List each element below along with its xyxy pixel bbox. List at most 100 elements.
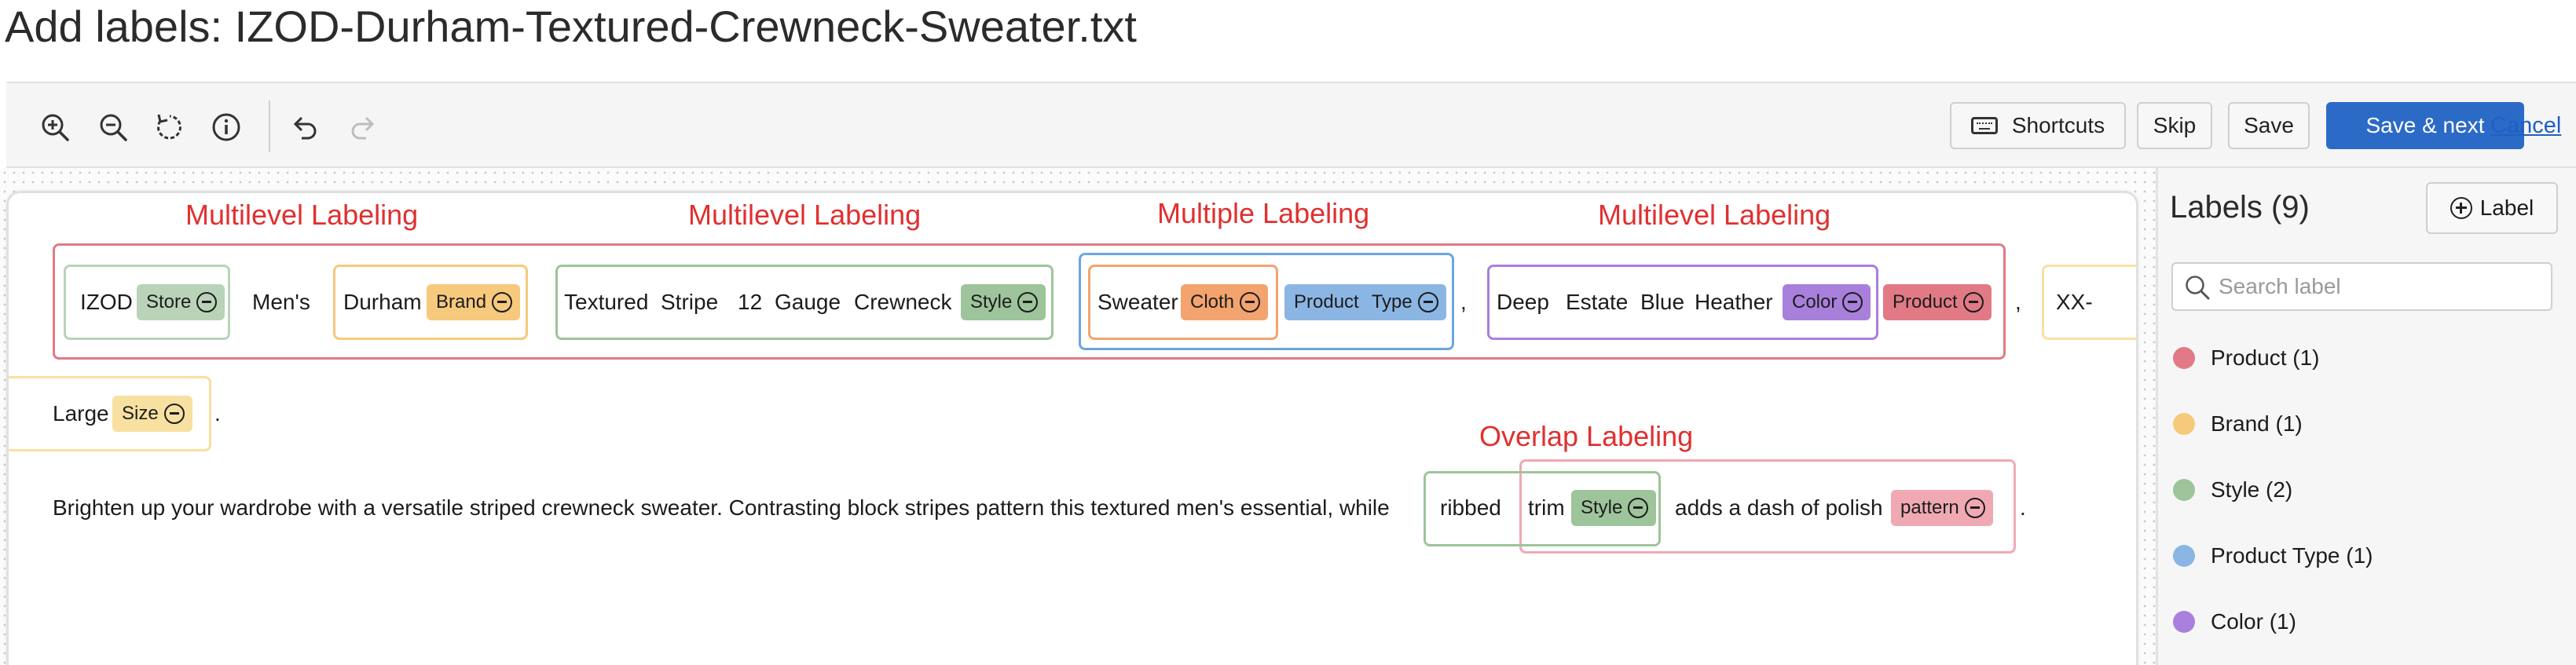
save-button[interactable]: Save (2228, 102, 2310, 149)
keyboard-icon (1970, 117, 1998, 134)
pattern-span-box[interactable] (1519, 459, 2016, 554)
token-adds: adds a dash of polish (1675, 495, 1883, 520)
remove-circle-icon[interactable] (1417, 292, 1438, 312)
add-label-button[interactable]: Label (2426, 182, 2558, 234)
remove-circle-icon[interactable] (1017, 292, 1039, 312)
token-crewneck: Crewneck (854, 290, 952, 314)
style-span-box-overlap[interactable] (1424, 471, 1661, 546)
token-blue: Blue (1640, 290, 1685, 314)
document-panel: Multilevel Labeling Multilevel Labeling … (6, 191, 2138, 665)
label-list-item-text: Product (1) (2211, 345, 2320, 370)
token-heather: Heather (1695, 290, 1773, 314)
token-comma: , (2015, 290, 2021, 314)
shortcuts-button[interactable]: Shortcuts (1950, 102, 2126, 149)
annotation-multilevel-1: Multilevel Labeling (185, 199, 419, 231)
add-label-text: Label (2479, 195, 2534, 220)
undo-icon[interactable] (289, 111, 321, 143)
product-type-tag-label-b: Type (1371, 291, 1413, 312)
token-trim: trim (1528, 495, 1565, 520)
token-textured: Textured (564, 290, 649, 314)
cloth-span-box[interactable] (1088, 265, 1278, 340)
token-period: . (214, 401, 221, 426)
product-type-span-box[interactable] (1079, 253, 1454, 350)
description-text: Brighten up your wardrobe with a versati… (53, 495, 1390, 520)
product-type-tag[interactable]: Product Type (1284, 284, 1446, 320)
token-period: . (2020, 495, 2026, 520)
info-icon[interactable] (211, 111, 242, 143)
cancel-link[interactable]: Cancel (2490, 113, 2562, 138)
annotation-multiple: Multiple Labeling (1157, 197, 1370, 229)
pattern-tag-label: pattern (1900, 497, 1959, 518)
label-list-item[interactable]: Style (2) (2173, 474, 2292, 506)
color-tag-label: Color (1792, 291, 1838, 312)
label-list-item-text: Product Type (1) (2211, 543, 2373, 568)
annotation-multilevel-2: Multilevel Labeling (688, 199, 922, 231)
cloth-tag-label: Cloth (1190, 291, 1235, 312)
remove-circle-icon[interactable] (1240, 292, 1261, 312)
token-mens: Men's (252, 290, 310, 314)
annotation-overlap: Overlap Labeling (1479, 420, 1694, 452)
size-span-box-end[interactable] (9, 376, 211, 451)
plus-circle-icon (2450, 197, 2472, 219)
remove-circle-icon[interactable] (163, 404, 185, 424)
store-span-box[interactable] (64, 265, 230, 340)
remove-circle-icon[interactable] (1842, 292, 1863, 312)
label-color-dot (2173, 479, 2195, 501)
size-tag[interactable]: Size (112, 396, 192, 432)
label-list-item[interactable]: Product Type (1) (2173, 540, 2373, 572)
label-color-dot (2173, 347, 2195, 369)
label-color-dot (2173, 611, 2195, 633)
remove-circle-icon[interactable] (1628, 498, 1649, 518)
redo-icon[interactable] (347, 111, 379, 143)
token-large: Large (53, 401, 109, 426)
shortcuts-label: Shortcuts (2011, 113, 2105, 137)
token-stripe: Stripe (661, 290, 719, 314)
label-list-item-text: Brand (1) (2211, 411, 2303, 436)
remove-circle-icon[interactable] (1964, 498, 1985, 518)
toolbar: Shortcuts Skip Save Save & next Cancel (6, 82, 2576, 168)
zoom-out-icon[interactable] (97, 111, 129, 143)
token-comma: , (1460, 290, 1467, 314)
search-icon (2186, 276, 2210, 300)
label-search-box (2171, 262, 2552, 311)
label-list-item[interactable]: Brand (1) (2173, 408, 2303, 440)
store-tag[interactable]: Store (137, 284, 225, 320)
label-color-dot (2173, 545, 2195, 567)
remove-circle-icon[interactable] (492, 292, 513, 312)
label-search-input[interactable] (2219, 264, 2541, 309)
brand-tag[interactable]: Brand (427, 284, 521, 320)
product-span-box[interactable] (53, 243, 2006, 360)
labels-panel (2156, 168, 2576, 665)
remove-circle-icon[interactable] (196, 292, 218, 312)
size-span-box-start[interactable] (2042, 265, 2136, 340)
product-tag-label: Product (1893, 291, 1958, 312)
style-span-box[interactable] (555, 265, 1053, 340)
zoom-in-icon[interactable] (39, 111, 71, 143)
pattern-tag[interactable]: pattern (1891, 490, 1993, 526)
color-span-box[interactable] (1487, 265, 1878, 340)
token-ribbed: ribbed (1440, 495, 1501, 520)
brand-span-box[interactable] (333, 265, 528, 340)
cloth-tag[interactable]: Cloth (1181, 284, 1269, 320)
style-tag-overlap[interactable]: Style (1571, 490, 1657, 526)
label-list-item[interactable]: Color (1) (2173, 606, 2296, 638)
token-izod: IZOD (80, 290, 133, 314)
token-deep: Deep (1497, 290, 1549, 314)
save-and-next-button[interactable]: Save & next (2326, 102, 2524, 149)
brand-tag-label: Brand (436, 291, 487, 312)
skip-button[interactable]: Skip (2137, 102, 2212, 149)
token-12: 12 (738, 290, 763, 314)
color-tag[interactable]: Color (1783, 284, 1871, 320)
token-durham: Durham (343, 290, 422, 314)
toolbar-divider (269, 100, 270, 152)
remove-circle-icon[interactable] (1962, 292, 1984, 312)
product-type-tag-label-a: Product (1294, 291, 1359, 312)
size-tag-label: Size (122, 403, 159, 424)
product-tag[interactable]: Product (1883, 284, 1992, 320)
style-tag[interactable]: Style (961, 284, 1046, 320)
label-list-item[interactable]: Product (1) (2173, 342, 2320, 374)
token-gauge: Gauge (775, 290, 841, 314)
reset-icon[interactable] (154, 111, 185, 143)
store-tag-label: Store (146, 291, 192, 312)
token-estate: Estate (1566, 290, 1629, 314)
